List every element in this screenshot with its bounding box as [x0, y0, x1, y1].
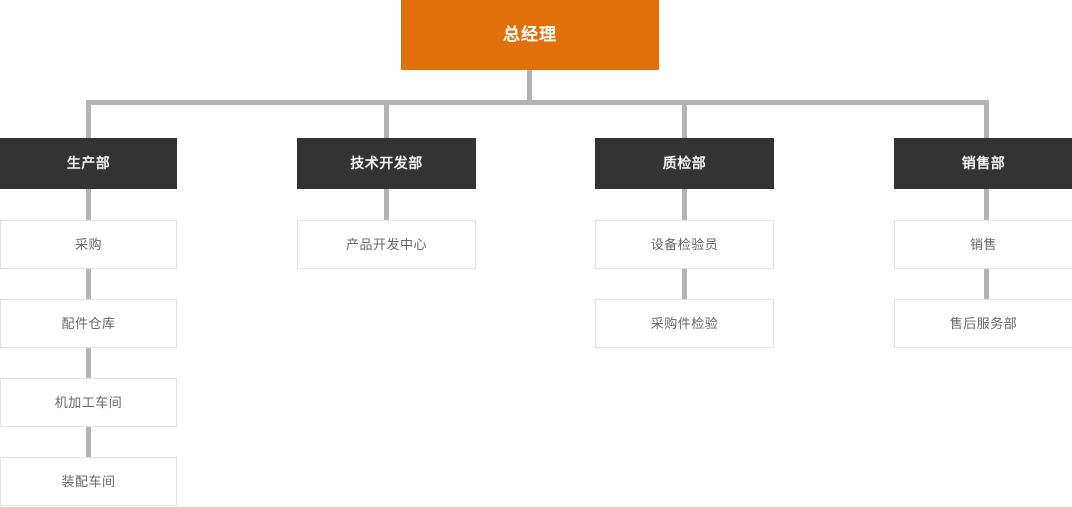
- connector-bus-to-dept-1: [86, 100, 91, 138]
- node-label: 装配车间: [61, 473, 116, 489]
- node-label: 生产部: [66, 155, 111, 172]
- node-department-production[interactable]: 生产部: [0, 138, 177, 189]
- connector-quality-to-child-2: [682, 269, 687, 299]
- node-label: 技术开发部: [350, 155, 423, 172]
- node-quality-equipment-inspector[interactable]: 设备检验员: [595, 220, 774, 269]
- node-general-manager[interactable]: 总经理: [401, 0, 659, 70]
- node-production-machining-workshop[interactable]: 机加工车间: [0, 378, 177, 427]
- node-department-quality-inspection[interactable]: 质检部: [595, 138, 774, 189]
- node-techdev-product-development-center[interactable]: 产品开发中心: [297, 220, 476, 269]
- node-production-procurement[interactable]: 采购: [0, 220, 177, 269]
- connector-production-to-child-1: [86, 189, 91, 220]
- connector-horizontal-bus: [86, 100, 989, 105]
- connector-production-to-child-4: [86, 427, 91, 457]
- node-label: 产品开发中心: [345, 236, 427, 252]
- connector-techdev-to-child-1: [384, 189, 389, 220]
- node-label: 机加工车间: [54, 394, 123, 410]
- connector-bus-to-dept-4: [984, 100, 989, 138]
- connector-bus-to-dept-2: [384, 100, 389, 138]
- connector-sales-to-child-2: [984, 269, 989, 299]
- node-label: 配件仓库: [61, 315, 116, 331]
- connector-sales-to-child-1: [984, 189, 989, 220]
- node-label: 设备检验员: [650, 236, 719, 252]
- node-sales-after-sales-service[interactable]: 售后服务部: [894, 299, 1072, 348]
- node-sales-sales[interactable]: 销售: [894, 220, 1072, 269]
- node-quality-purchased-parts-inspection[interactable]: 采购件检验: [595, 299, 774, 348]
- node-department-sales[interactable]: 销售部: [894, 138, 1072, 189]
- node-production-parts-warehouse[interactable]: 配件仓库: [0, 299, 177, 348]
- connector-bus-to-dept-3: [682, 100, 687, 138]
- connector-production-to-child-3: [86, 348, 91, 378]
- node-label: 销售部: [961, 155, 1006, 172]
- node-label: 售后服务部: [949, 315, 1018, 331]
- node-label: 总经理: [503, 24, 557, 44]
- node-label: 销售: [969, 236, 997, 252]
- connector-production-to-child-2: [86, 269, 91, 299]
- node-department-technical-development[interactable]: 技术开发部: [297, 138, 476, 189]
- node-label: 采购件检验: [650, 315, 719, 331]
- node-label: 质检部: [662, 155, 707, 172]
- node-label: 采购: [74, 236, 102, 252]
- connector-quality-to-child-1: [682, 189, 687, 220]
- connector-root-down: [527, 70, 532, 103]
- node-production-assembly-workshop[interactable]: 装配车间: [0, 457, 177, 506]
